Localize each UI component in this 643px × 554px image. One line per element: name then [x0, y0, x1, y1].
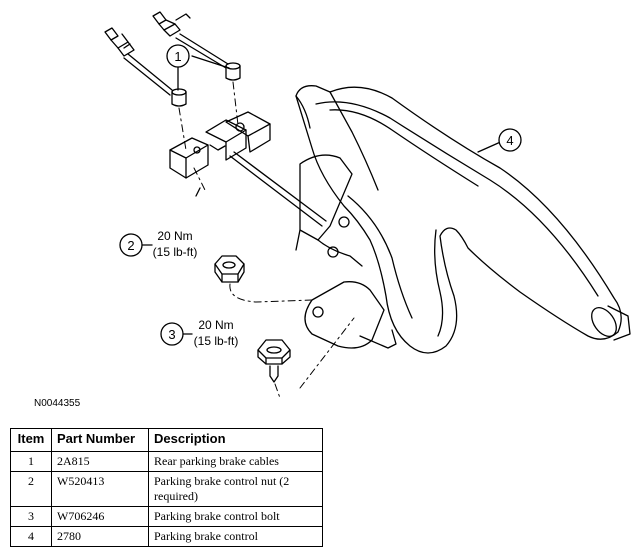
- callout-1-number: 1: [174, 49, 181, 64]
- rear-parking-brake-cables: [104, 11, 241, 107]
- callout-3-number: 3: [168, 327, 175, 342]
- table-row: 2 W520413 Parking brake control nut (2 r…: [10, 471, 323, 507]
- parts-table: Item Part Number Description 1 2A815 Rea…: [10, 428, 323, 547]
- parking-brake-control: [295, 85, 631, 354]
- brake-control-nut: [214, 255, 245, 283]
- header-description: Description: [148, 428, 323, 452]
- cell-part-number: 2780: [51, 526, 149, 547]
- callout-2-torque-lbft: (15 lb-ft): [153, 245, 198, 259]
- cell-item: 3: [10, 506, 52, 527]
- header-part-number: Part Number: [51, 428, 149, 452]
- cell-description: Parking brake control: [148, 526, 323, 547]
- callout-3: 3 20 Nm (15 lb-ft): [160, 318, 239, 348]
- cell-description: Rear parking brake cables: [148, 451, 323, 472]
- cell-part-number: W706246: [51, 506, 149, 527]
- cell-part-number: W520413: [51, 471, 149, 507]
- callout-4-number: 4: [506, 133, 513, 148]
- callout-2: 2 20 Nm (15 lb-ft): [119, 229, 198, 259]
- header-item: Item: [10, 428, 52, 452]
- cell-item: 4: [10, 526, 52, 547]
- cell-part-number: 2A815: [51, 451, 149, 472]
- brake-control-bolt: [257, 339, 291, 383]
- callout-1: 1: [166, 44, 190, 68]
- figure-id: N0044355: [34, 398, 81, 409]
- table-row: 3 W706246 Parking brake control bolt: [10, 506, 323, 527]
- cable-equalizer: [169, 111, 327, 227]
- callout-3-torque-nm: 20 Nm: [198, 318, 233, 332]
- cell-item: 1: [10, 451, 52, 472]
- callout-4: 4: [498, 128, 522, 152]
- callout-2-number: 2: [127, 238, 134, 253]
- cell-description: Parking brake control nut (2 required): [148, 471, 323, 507]
- callout-2-torque-nm: 20 Nm: [157, 229, 192, 243]
- callout-3-torque-lbft: (15 lb-ft): [194, 334, 239, 348]
- cell-item: 2: [10, 471, 52, 507]
- table-header-row: Item Part Number Description: [10, 428, 323, 452]
- parking-brake-diagram: 1 2 20 Nm (15 lb-ft) 3 20 Nm (15 lb-ft) …: [104, 11, 631, 399]
- cell-description: Parking brake control bolt: [148, 506, 323, 527]
- table-row: 1 2A815 Rear parking brake cables: [10, 451, 323, 472]
- table-row: 4 2780 Parking brake control: [10, 526, 323, 547]
